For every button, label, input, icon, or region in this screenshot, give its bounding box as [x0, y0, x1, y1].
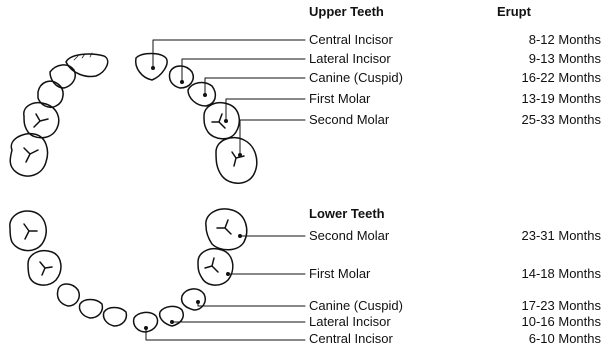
upper-arch — [10, 53, 257, 183]
lower-arch — [10, 209, 247, 332]
lower-central-incisor-leader — [146, 328, 305, 340]
lower-tooth-name: First Molar — [309, 266, 370, 281]
lower-canine-leader — [198, 302, 305, 306]
upper-teeth-heading: Upper Teeth — [309, 4, 384, 19]
lower-tooth-name: Central Incisor — [309, 331, 393, 346]
upper-canine-leader — [205, 78, 305, 95]
upper-right-second-molar — [216, 138, 257, 184]
upper-right-canine — [188, 83, 215, 106]
upper-tooth-erupt: 16-22 Months — [522, 70, 602, 85]
upper-tooth-name: Second Molar — [309, 112, 389, 127]
lower-left-canine — [57, 284, 79, 306]
upper-right-first-molar-fissure-icon — [212, 114, 225, 128]
lower-left-first-molar-fissure-icon — [40, 262, 52, 275]
lower-leader-dots — [144, 234, 242, 330]
lower-tooth-erupt: 6-10 Months — [529, 331, 601, 346]
lower-tooth-erupt: 10-16 Months — [522, 314, 602, 329]
upper-first-molar-leader — [226, 99, 305, 121]
upper-right-central-incisor — [136, 54, 167, 81]
upper-left-first-molar-fissure-icon — [34, 114, 48, 127]
upper-tooth-name: Central Incisor — [309, 32, 393, 47]
lower-teeth-heading: Lower Teeth — [309, 206, 385, 221]
upper-right-lateral-incisor — [169, 66, 193, 88]
upper-right-first-molar — [204, 103, 239, 139]
lower-tooth-erupt: 23-31 Months — [522, 228, 602, 243]
upper-left-second-molar-fissure-icon — [24, 148, 38, 162]
upper-tooth-erupt: 8-12 Months — [529, 32, 601, 47]
upper-right-second-molar-fissure-icon — [232, 152, 244, 166]
upper-tooth-name: First Molar — [309, 91, 370, 106]
lower-right-canine — [182, 289, 206, 310]
lower-left-second-molar-fissure-icon — [24, 224, 37, 239]
lower-tooth-name: Second Molar — [309, 228, 389, 243]
upper-central-incisor-leader — [153, 40, 305, 68]
lower-left-central-incisor — [103, 308, 126, 327]
upper-tooth-erupt: 25-33 Months — [522, 112, 602, 127]
upper-tooth-name: Lateral Incisor — [309, 51, 391, 66]
lower-tooth-name: Canine (Cuspid) — [309, 298, 403, 313]
lower-right-second-molar-fissure-icon — [217, 220, 231, 234]
upper-lateral-incisor-leader — [182, 59, 305, 82]
upper-tooth-erupt: 13-19 Months — [522, 91, 602, 106]
upper-tooth-erupt: 9-13 Months — [529, 51, 601, 66]
lower-tooth-erupt: 17-23 Months — [522, 298, 602, 313]
upper-tooth-name: Canine (Cuspid) — [309, 70, 403, 85]
lower-right-first-molar-fissure-icon — [205, 258, 218, 272]
upper-left-canine — [38, 81, 63, 107]
upper-leader-dots — [151, 66, 242, 157]
lower-tooth-name: Lateral Incisor — [309, 314, 391, 329]
lower-left-lateral-incisor — [79, 300, 102, 319]
lower-tooth-erupt: 14-18 Months — [522, 266, 602, 281]
lower-right-first-molar — [198, 249, 233, 285]
upper-left-central-incisor — [66, 54, 108, 76]
erupt-heading: Erupt — [497, 4, 531, 19]
upper-second-molar-leader — [240, 120, 305, 155]
